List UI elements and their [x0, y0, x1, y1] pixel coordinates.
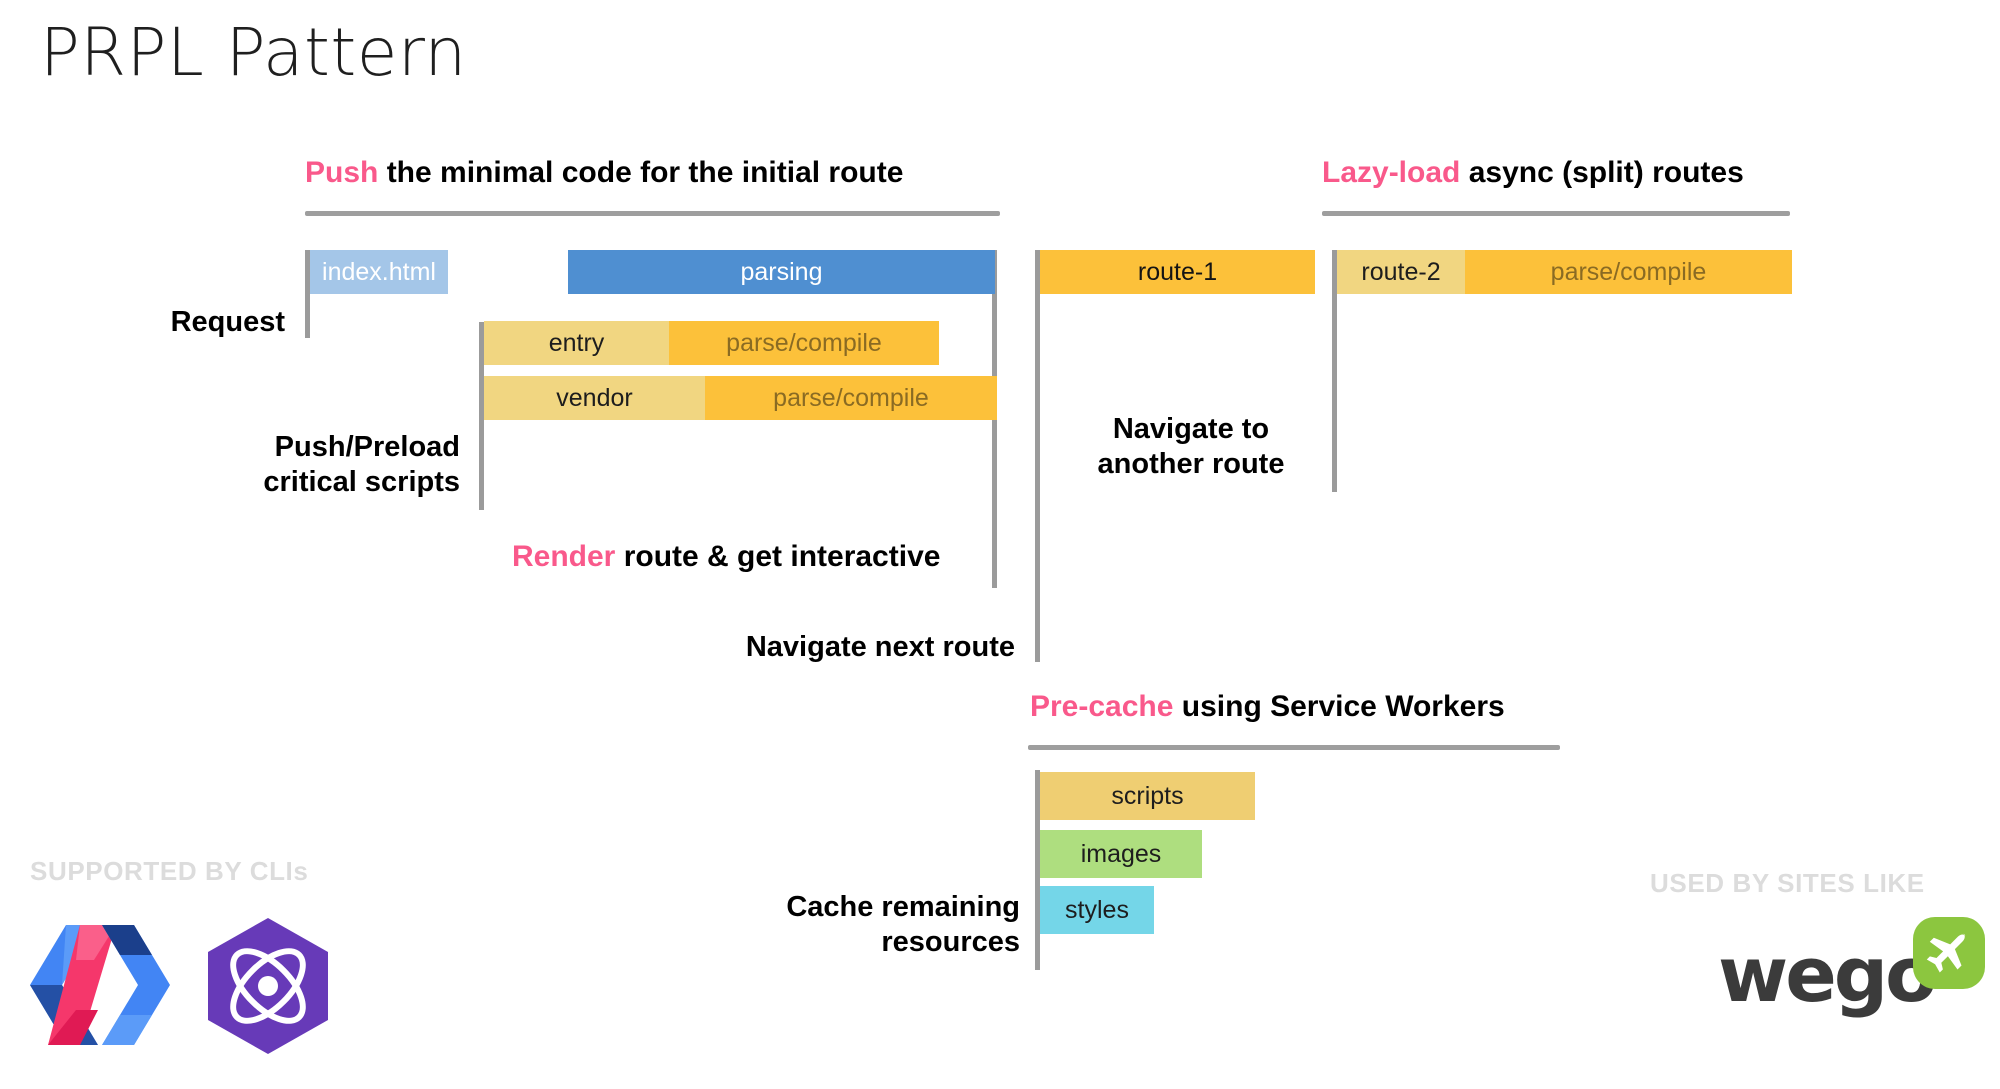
bar-segment-scripts: scripts [1040, 772, 1255, 820]
timeline-guide-request [305, 250, 310, 338]
timeline-guide-push-preload [479, 322, 484, 510]
section-rest-lazy: async (split) routes [1460, 156, 1744, 189]
bar-segment-vendor-parse-compile: parse/compile [705, 376, 997, 420]
supported-by-caption: SUPPORTED BY CLIs [30, 856, 309, 886]
section-heading-precache: Pre-cache using Service Workers [1030, 692, 1505, 722]
polymer-logo [30, 920, 170, 1055]
label-request: Request [170, 306, 285, 338]
bar-styles[interactable]: styles [1040, 886, 1154, 934]
bar-segment-entry-parse-compile: parse/compile [669, 321, 939, 365]
bar-segment-entry-label: entry [484, 321, 669, 365]
section-rule-lazy [1322, 211, 1790, 216]
section-heading-render: Render route & get interactive [512, 542, 940, 572]
bar-parsing[interactable]: parsing [568, 250, 995, 294]
section-keyword-render: Render [512, 540, 616, 573]
section-keyword-precache: Pre-cache [1030, 690, 1174, 723]
section-keyword-push: Push [305, 156, 379, 189]
bar-vendor[interactable]: vendor parse/compile [484, 376, 997, 420]
section-rest-precache: using Service Workers [1173, 690, 1505, 723]
bar-segment-images: images [1040, 830, 1202, 878]
section-keyword-lazy: Lazy-load [1322, 156, 1461, 189]
timeline-guide-route-2 [1332, 250, 1337, 492]
label-cache-remaining: Cache remaining resources [786, 891, 1020, 959]
section-rule-precache [1028, 745, 1560, 750]
bar-index-html[interactable]: index.html [310, 250, 448, 294]
label-navigate-next-route: Navigate next route [745, 631, 1015, 663]
wego-airplane-badge-icon [1913, 917, 1985, 989]
page-title: PRPL Pattern [40, 14, 467, 91]
section-heading-push: Push the minimal code for the initial ro… [305, 158, 903, 188]
used-by-caption: USED BY SITES LIKE [1650, 868, 1925, 898]
bar-route-2[interactable]: route-2 parse/compile [1337, 250, 1792, 294]
label-navigate-another-route: Navigate to another route [1097, 413, 1285, 481]
bar-segment-index-html: index.html [310, 250, 448, 294]
wego-wordmark: wego [1718, 930, 1937, 1019]
timeline-guide-navigate-next [1035, 250, 1040, 662]
section-rule-push [305, 211, 1000, 216]
bar-segment-route-1: route-1 [1040, 250, 1315, 294]
bar-segment-route-2-label: route-2 [1337, 250, 1465, 294]
bar-route-1[interactable]: route-1 [1040, 250, 1315, 294]
bar-segment-route-2-parse-compile: parse/compile [1465, 250, 1792, 294]
bar-segment-parsing: parsing [568, 250, 995, 294]
bar-segment-vendor-label: vendor [484, 376, 705, 420]
bar-images[interactable]: images [1040, 830, 1202, 878]
preact-logo-icon [208, 918, 328, 1054]
bar-segment-styles: styles [1040, 886, 1154, 934]
section-rest-push: the minimal code for the initial route [378, 156, 904, 189]
section-heading-lazy: Lazy-load async (split) routes [1322, 158, 1744, 188]
section-rest-render: route & get interactive [615, 540, 941, 573]
polymer-logo-icon [30, 925, 170, 1045]
label-push-preload: Push/Preload critical scripts [263, 431, 460, 499]
bar-entry[interactable]: entry parse/compile [484, 321, 939, 365]
bar-scripts[interactable]: scripts [1040, 772, 1255, 820]
preact-logo [198, 915, 338, 1060]
timeline-guide-cache [1035, 770, 1040, 970]
